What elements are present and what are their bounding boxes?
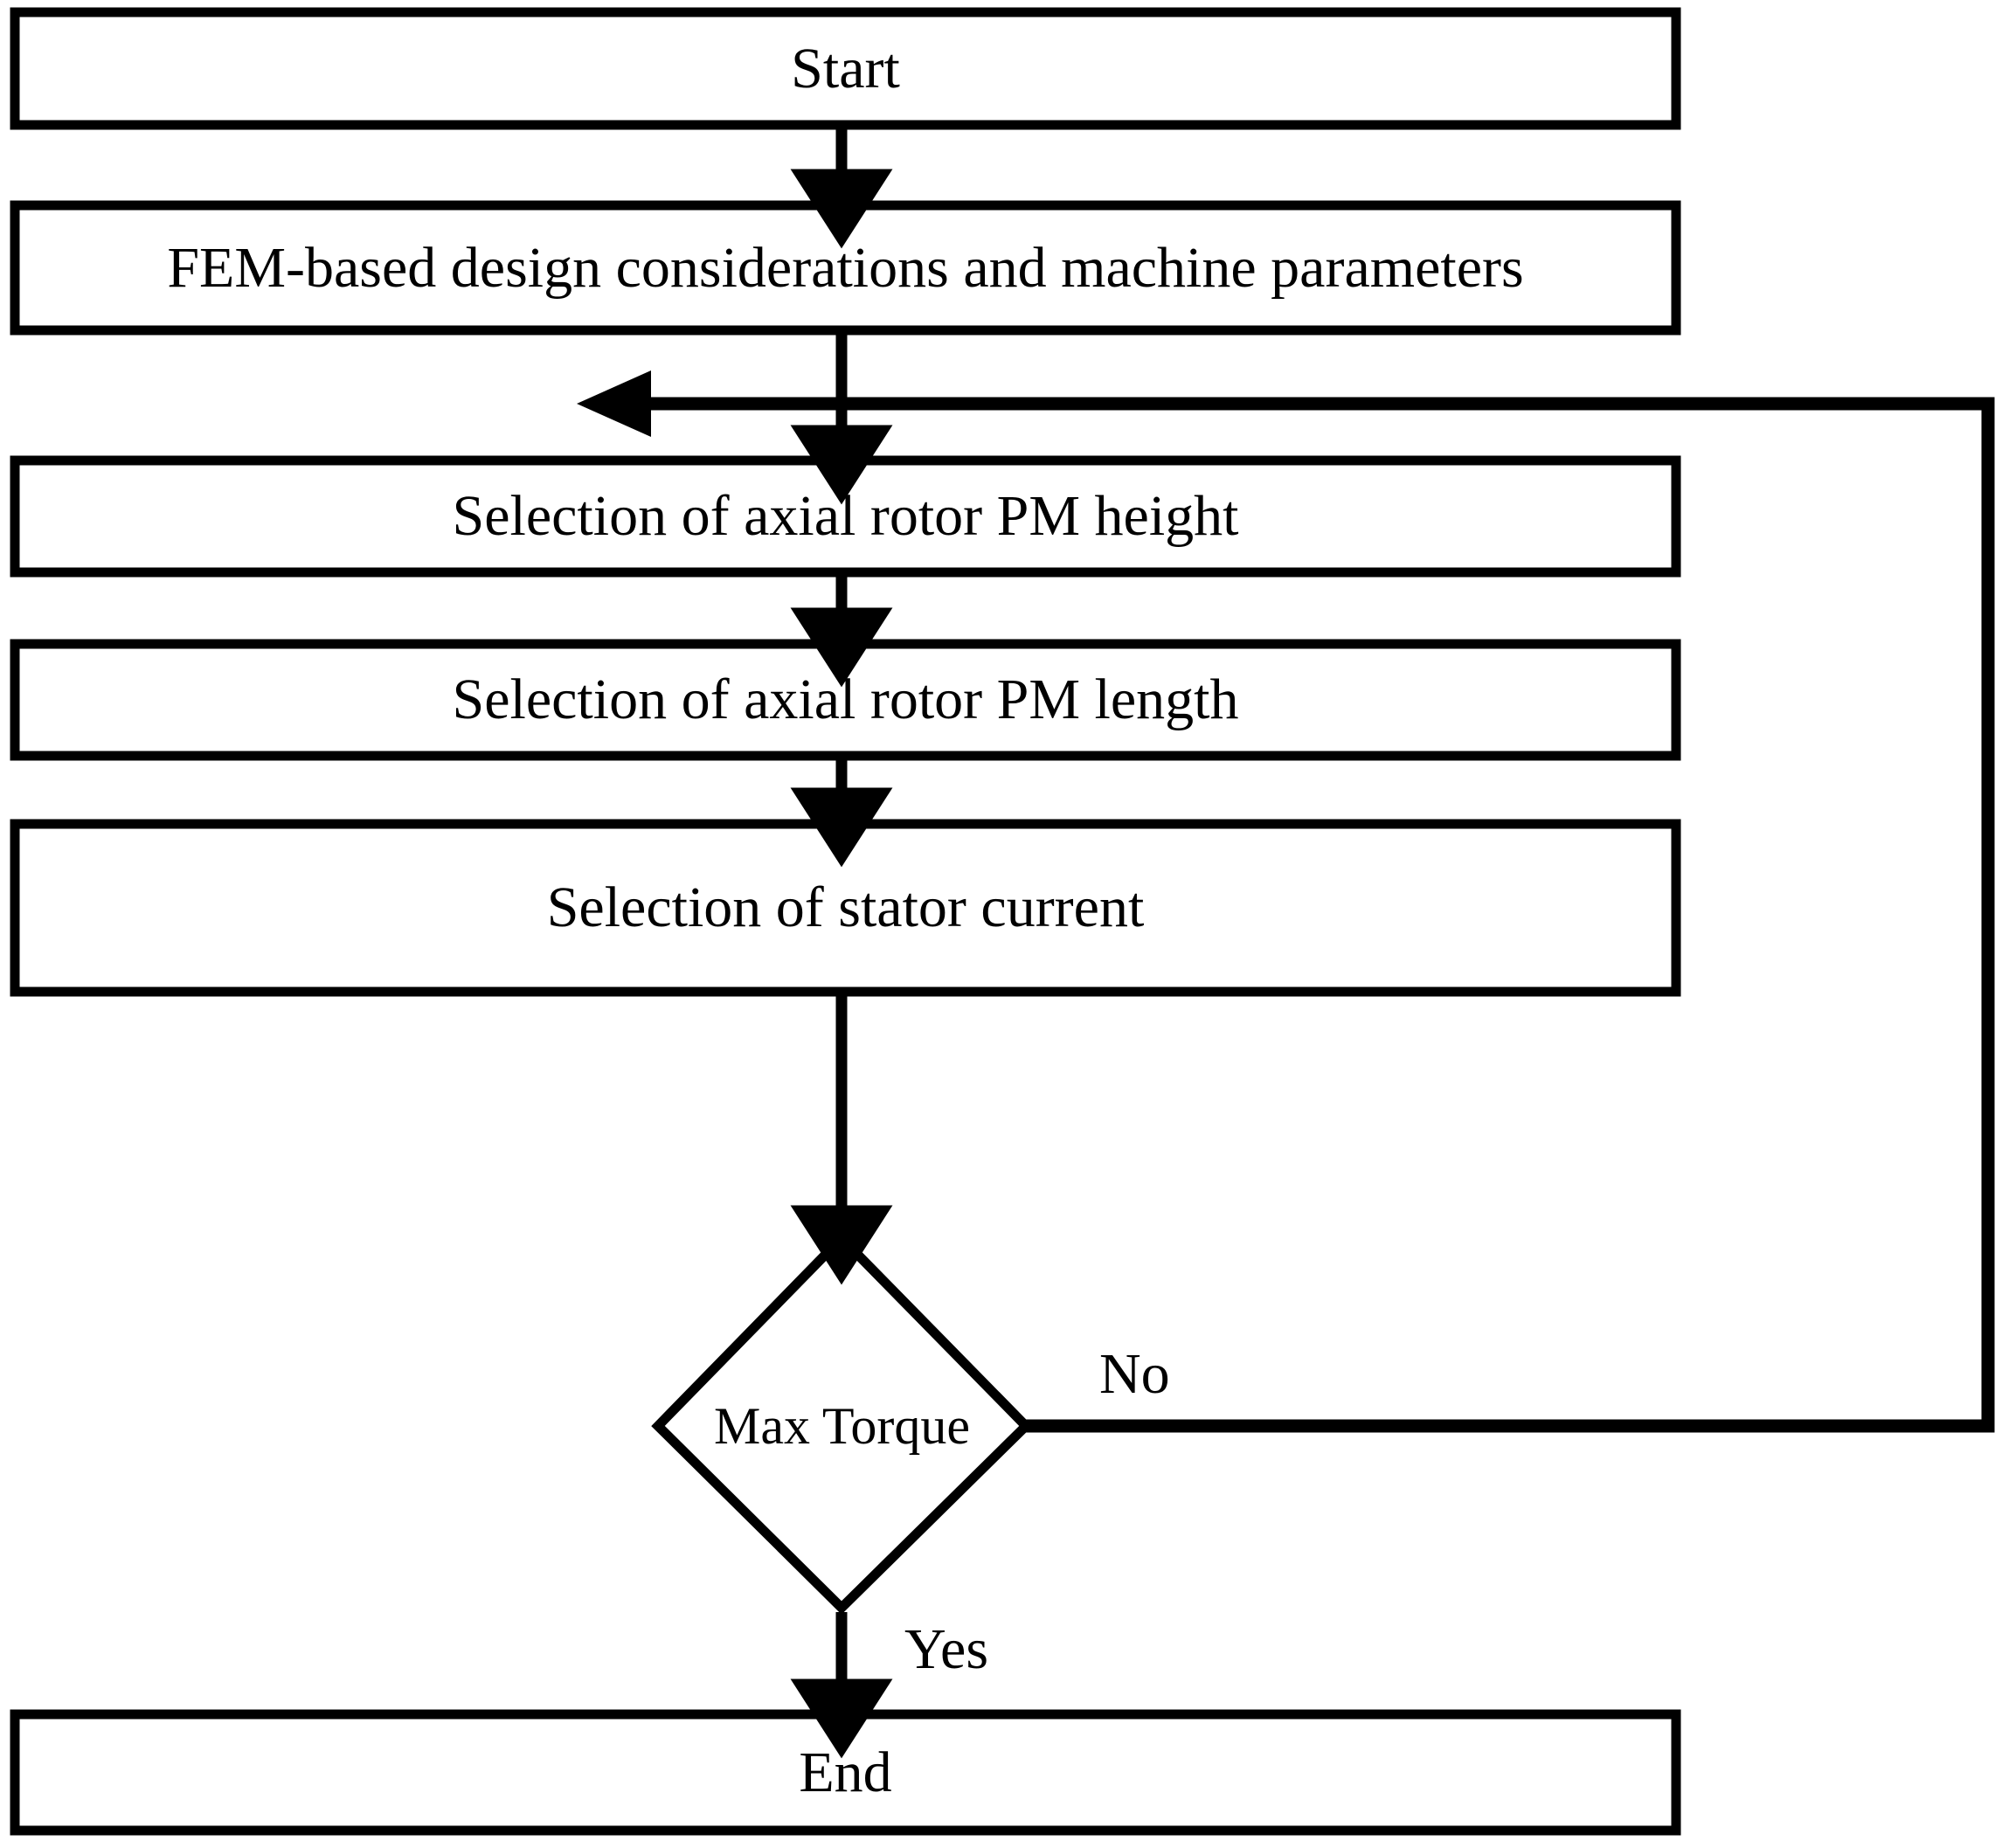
edge-label-yes: Yes (904, 1617, 989, 1681)
node-fem-label: FEM-based design considerations and mach… (167, 235, 1524, 300)
node-end-label: End (799, 1740, 892, 1804)
node-pm-length-label: Selection of axial rotor PM length (452, 668, 1239, 731)
node-stator-current-label: Selection of stator current (546, 876, 1145, 939)
node-decision-label: Max Torque (714, 1397, 970, 1455)
node-start-label: Start (791, 36, 900, 100)
edge-label-no: No (1099, 1342, 1170, 1406)
feedback-arrowhead-icon (577, 370, 651, 437)
node-pm-height-label: Selection of axial rotor PM height (452, 484, 1239, 548)
